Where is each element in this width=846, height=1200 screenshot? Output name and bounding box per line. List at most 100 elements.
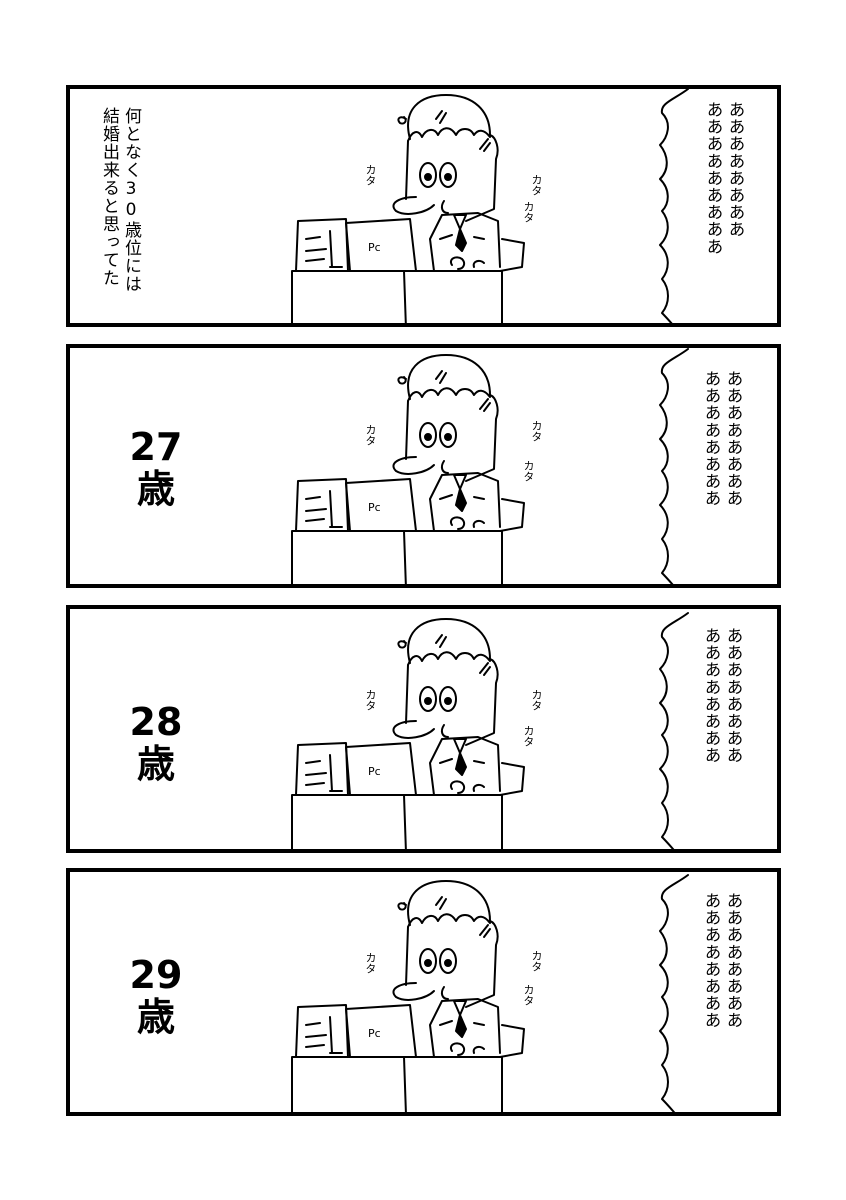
left-hand: [450, 516, 466, 530]
right-pupil: [444, 173, 452, 181]
right-hand: [472, 783, 485, 792]
laptop-label: Pc: [368, 501, 381, 514]
speech-balloon-edge: [659, 89, 689, 323]
hair-curl: [397, 902, 407, 911]
sfx-tap-right-top: カタ: [530, 420, 543, 442]
desk: [291, 1056, 503, 1112]
document-tray: [295, 742, 349, 796]
scream-line-1: ああああああああ: [724, 892, 743, 1029]
right-hand: [472, 1045, 485, 1054]
stress-marks: [435, 634, 491, 676]
age-number: 27: [129, 425, 183, 469]
head: [407, 354, 499, 482]
age-label: 27 歳: [116, 426, 196, 510]
hair-bangs: [407, 387, 491, 402]
stress-marks: [435, 370, 491, 412]
age-unit: 歳: [136, 742, 175, 786]
scream-line-1: ああああああああ: [724, 370, 743, 507]
age-label: 29 歳: [116, 954, 196, 1038]
lapels: [439, 234, 485, 240]
desk-divider: [403, 270, 407, 323]
desk: [291, 270, 503, 323]
document-lines: [305, 754, 343, 792]
speech-balloon-edge: [659, 348, 689, 584]
scream-line-2: ああああああああ: [702, 370, 721, 507]
beak-mouth: [392, 196, 435, 215]
sfx-tap-right-top: カタ: [530, 950, 543, 972]
laptop-label: Pc: [368, 765, 381, 778]
sfx-tap-right-bottom: カタ: [522, 201, 535, 223]
narration-text: 何となく30歳位には 結婚出来ると思ってた: [98, 107, 142, 293]
right-pupil: [444, 697, 452, 705]
sfx-tap-left: カタ: [364, 424, 377, 446]
right-hand: [472, 519, 485, 528]
hair-left: [405, 400, 409, 460]
hair-left: [405, 664, 409, 724]
scream-text: ああああああああ ああああああああ: [700, 892, 744, 1029]
desk: [291, 794, 503, 849]
right-eye: [439, 422, 457, 448]
cheek: [440, 986, 449, 1000]
head: [407, 880, 499, 1008]
head: [407, 94, 499, 222]
hair-curl: [397, 116, 407, 125]
scream-text: ああああああああ あああああああああ: [702, 101, 746, 255]
narration-line-1: 何となく30歳位には: [121, 107, 141, 293]
desk-divider: [403, 794, 407, 849]
office-worker-illustration: Pc: [291, 612, 689, 849]
scream-line-2: あああああああああ: [704, 101, 723, 255]
document-tray: [295, 478, 349, 532]
laptop-label: Pc: [368, 241, 381, 254]
tie-knot: [453, 738, 467, 754]
left-eye: [419, 422, 437, 448]
beak-mouth: [392, 456, 435, 475]
left-pupil: [424, 433, 432, 441]
left-eye: [419, 948, 437, 974]
lapels: [439, 758, 485, 764]
hair-curl: [397, 640, 407, 649]
document-tray: [295, 1004, 349, 1058]
left-hand: [450, 256, 466, 270]
hair-bangs: [407, 127, 491, 142]
hair-curl: [397, 376, 407, 385]
beak-mouth: [392, 720, 435, 739]
right-eye: [439, 686, 457, 712]
sfx-tap-right-bottom: カタ: [522, 460, 535, 482]
document-tray: [295, 218, 349, 272]
desk-side: [499, 238, 525, 272]
left-hand: [450, 780, 466, 794]
scream-line-2: ああああああああ: [702, 892, 721, 1029]
tie: [455, 752, 467, 776]
desk-side: [499, 1024, 525, 1058]
comic-panel-1: 何となく30歳位には 結婚出来ると思ってた Pc カタ カタ カタ ああああああ…: [66, 85, 781, 327]
lapels: [439, 494, 485, 500]
right-hand: [472, 259, 485, 268]
sfx-tap-left: カタ: [364, 689, 377, 711]
left-pupil: [424, 959, 432, 967]
hair-left: [405, 926, 409, 986]
right-eye: [439, 948, 457, 974]
document-lines: [305, 490, 343, 528]
comic-panel-4: 29 歳 Pc カタ カタ カタ ああああああああ ああああああああ: [66, 868, 781, 1116]
stress-marks: [435, 110, 491, 152]
sfx-tap-left: カタ: [364, 952, 377, 974]
tie: [455, 488, 467, 512]
beak-mouth: [392, 982, 435, 1001]
left-hand: [450, 1042, 466, 1056]
laptop-label: Pc: [368, 1027, 381, 1040]
sfx-tap-right-bottom: カタ: [522, 984, 535, 1006]
desk-divider: [403, 530, 407, 584]
laptop: [345, 1004, 417, 1058]
desk-side: [499, 762, 525, 796]
right-pupil: [444, 959, 452, 967]
speech-balloon-edge: [659, 612, 689, 849]
age-unit: 歳: [136, 467, 175, 511]
narration-line-2: 結婚出来ると思ってた: [99, 107, 119, 287]
hair-left: [405, 140, 409, 200]
scream-text: ああああああああ ああああああああ: [700, 627, 744, 764]
cheek: [440, 460, 449, 474]
cheek: [440, 200, 449, 214]
tie: [455, 1014, 467, 1038]
desk: [291, 530, 503, 584]
age-number: 29: [129, 953, 183, 997]
